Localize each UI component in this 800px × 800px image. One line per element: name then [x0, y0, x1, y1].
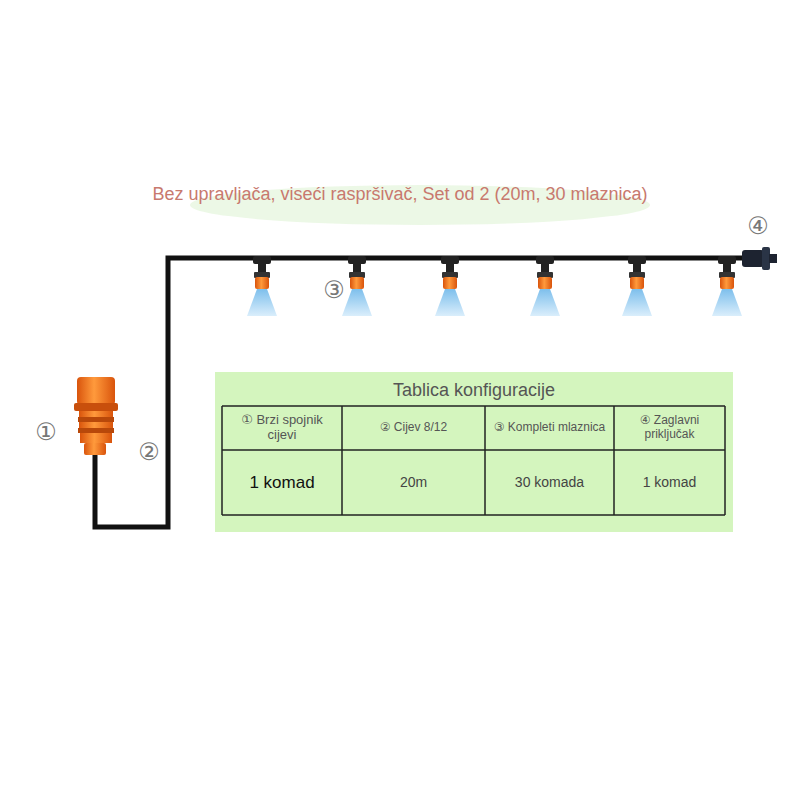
panel-heading: Tablica konfiguracije	[215, 372, 733, 401]
config-panel: Tablica konfiguracije	[215, 372, 733, 532]
diagram-title: Bez upravljača, viseći raspršivač, Set o…	[100, 184, 700, 205]
table-cell: 30 komada	[487, 452, 612, 513]
table-header: ③ Kompleti mlaznica	[487, 408, 612, 448]
table-cell: 20m	[344, 452, 483, 513]
table-header: ② Cijev 8/12	[344, 408, 483, 448]
nozzles	[247, 256, 742, 316]
callout-number: ①	[31, 418, 61, 448]
table-cell: 1 komad	[616, 452, 723, 513]
callout-number: ②	[134, 438, 164, 468]
table-header: ④ Zaglavni priključak	[616, 408, 723, 448]
table-header: ① Brzi spojnik cijevi	[224, 408, 340, 448]
end-cap	[742, 247, 777, 270]
quick-connector	[74, 377, 118, 455]
callout-number: ③	[319, 276, 349, 306]
callout-number: ④	[743, 212, 773, 242]
table-cell: 1 komad	[224, 452, 340, 513]
